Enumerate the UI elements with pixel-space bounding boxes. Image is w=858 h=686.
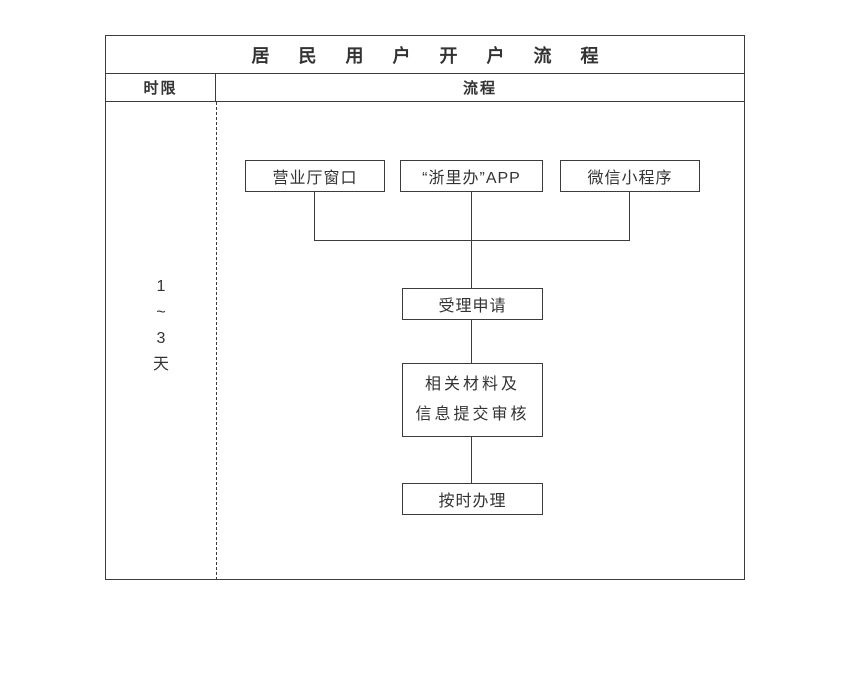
connector-channel1-down — [314, 192, 315, 240]
node-accept-application: 受理申请 — [402, 288, 543, 320]
connector-review-to-handle — [471, 437, 472, 483]
materials-review-line2: 信息提交审核 — [415, 406, 530, 423]
connector-merge-bar — [314, 240, 630, 241]
connector-accept-to-review — [471, 320, 472, 363]
node-channel-zheliban-app: “浙里办”APP — [400, 160, 543, 192]
node-channel-hall-window: 营业厅窗口 — [245, 160, 385, 192]
time-limit-label: 1 ~ 3 天 — [106, 274, 216, 378]
node-handle-on-time: 按时办理 — [402, 483, 543, 515]
time-limit-char-1: 1 — [156, 278, 166, 295]
connector-channel3-down — [629, 192, 630, 240]
header-time-limit: 时限 — [106, 74, 216, 101]
flowchart-title: 居 民 用 户 开 户 流 程 — [106, 36, 744, 74]
time-limit-char-day: 天 — [152, 356, 169, 373]
column-divider-dashed — [216, 102, 217, 580]
header-process: 流程 — [462, 80, 497, 97]
header-row: 时限 流程 — [106, 74, 744, 102]
node-materials-review: 相关材料及 信息提交审核 — [402, 363, 543, 437]
node-channel-wechat-miniprogram: 微信小程序 — [560, 160, 700, 192]
connector-merge-to-accept — [471, 240, 472, 288]
materials-review-line1: 相关材料及 — [424, 376, 520, 393]
time-limit-char-3: 3 — [156, 330, 166, 347]
time-limit-char-tilde: ~ — [156, 304, 166, 321]
connector-channel2-down — [471, 192, 472, 240]
